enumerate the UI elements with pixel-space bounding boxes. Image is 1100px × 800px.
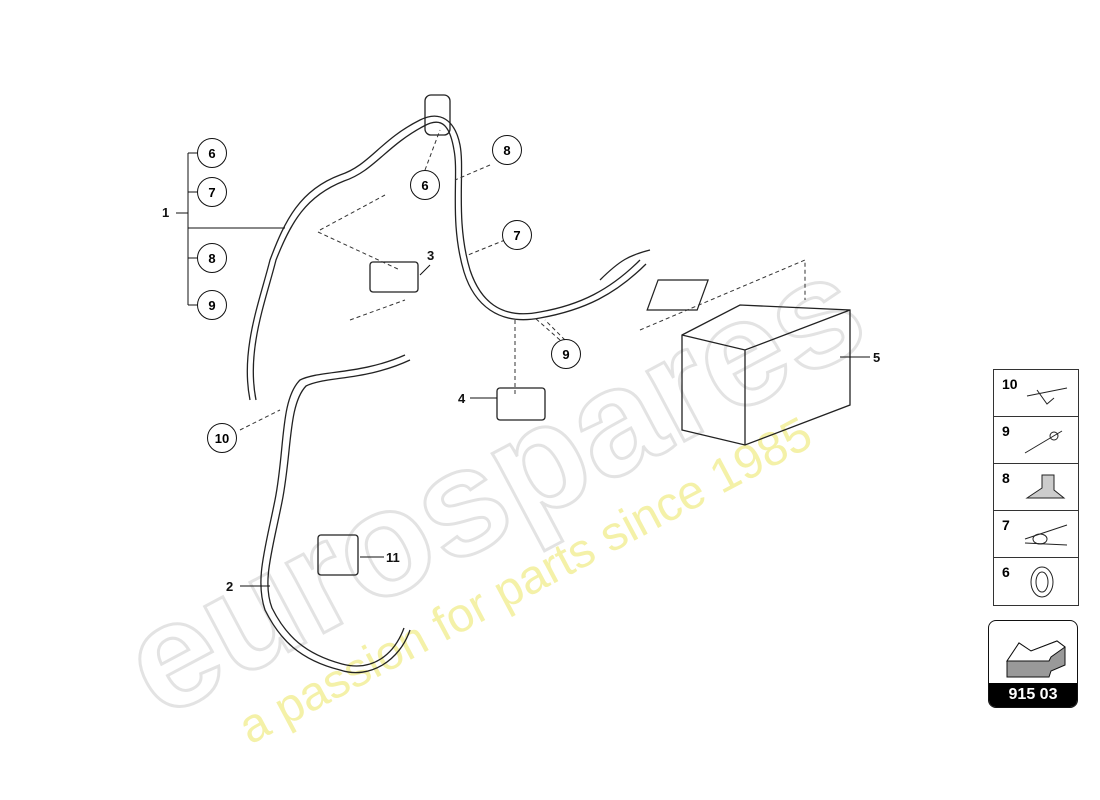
arrow-icon xyxy=(1006,640,1066,678)
legend-row-8[interactable]: 8 xyxy=(994,464,1078,511)
callout-group-label: 1 xyxy=(162,205,170,220)
legend-row-9[interactable]: 9 xyxy=(994,417,1078,464)
legend-number: 6 xyxy=(1002,564,1010,580)
legend-number: 10 xyxy=(1002,376,1018,392)
cable-tie-strap-icon xyxy=(1024,524,1068,546)
callout-6[interactable]: 6 xyxy=(197,138,227,168)
legend-number: 7 xyxy=(1002,517,1010,533)
callout-8[interactable]: 8 xyxy=(197,243,227,273)
grommet-icon xyxy=(1030,566,1054,598)
callout-6-grommet[interactable]: 6 xyxy=(410,170,440,200)
small-parts-legend: 10 9 8 7 6 xyxy=(993,369,1079,606)
solid-leaders xyxy=(176,152,870,587)
legend-row-7[interactable]: 7 xyxy=(994,511,1078,558)
label-part-2[interactable]: 2 xyxy=(226,579,234,594)
label-part-11[interactable]: 11 xyxy=(386,550,400,565)
callout-9[interactable]: 9 xyxy=(197,290,227,320)
legend-row-10[interactable]: 10 xyxy=(994,370,1078,417)
leader-lines xyxy=(239,129,806,431)
bracket-clip-icon xyxy=(1025,474,1066,499)
diagram-code: 915 03 xyxy=(989,683,1077,707)
callout-7[interactable]: 7 xyxy=(197,177,227,207)
harness-cables xyxy=(246,94,651,674)
legend-row-6[interactable]: 6 xyxy=(994,558,1078,605)
label-part-5[interactable]: 5 xyxy=(873,350,881,365)
battery xyxy=(646,279,851,446)
callout-8-bracket[interactable]: 8 xyxy=(492,135,522,165)
cable-tie-clip-icon xyxy=(1026,387,1068,405)
cable-tie-icon xyxy=(1024,430,1063,454)
callout-9-tie[interactable]: 9 xyxy=(551,339,581,369)
diagram-code-badge: 915 03 xyxy=(988,620,1078,708)
legend-number: 9 xyxy=(1002,423,1010,439)
label-part-4[interactable]: 4 xyxy=(458,391,466,406)
callout-10-clip[interactable]: 10 xyxy=(207,423,237,453)
label-part-3[interactable]: 3 xyxy=(427,248,435,263)
legend-number: 8 xyxy=(1002,470,1010,486)
callout-7-strap[interactable]: 7 xyxy=(502,220,532,250)
